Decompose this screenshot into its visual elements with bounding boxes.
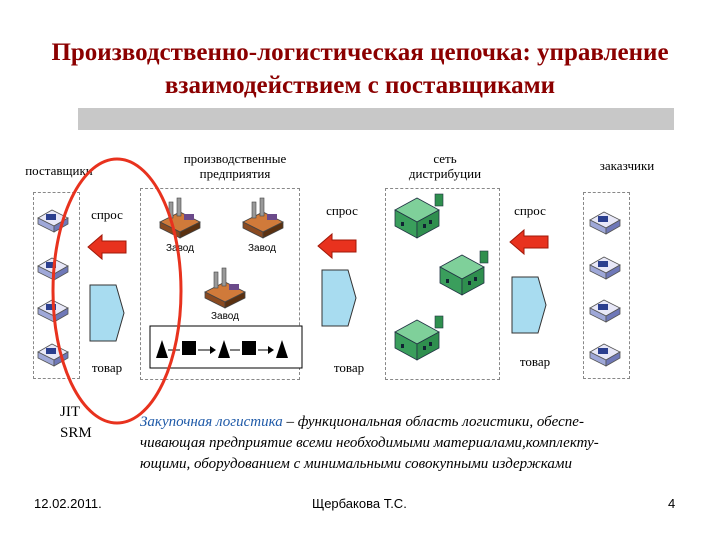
goods-label-2: товар [333,360,365,375]
demand-arrow-icon-1 [87,234,127,260]
customers-label: заказчики [599,158,655,173]
customer-icon-1 [589,211,621,235]
plant-label-2: Завод [248,243,276,254]
footer-date: 12.02.2011. [34,496,102,511]
footer-page-number: 4 [668,496,676,511]
square-icon-1 [182,341,196,355]
title-line-1: Производственно-логистическая цепочка: у… [51,39,669,66]
goods-label-3: товар [519,354,551,369]
srm-label: SRM [60,425,92,441]
distribution-label-line-2: дистрибуции [408,166,482,181]
square-icon-2 [242,341,256,355]
suppliers-group-box [33,192,80,379]
title-line-2: взаимодействием с поставщиками [164,72,556,99]
header-bar [78,108,674,130]
description-term: Закупочная логистика [140,414,283,430]
demand-arrow-icon-3 [509,229,549,255]
triangle-icon-2 [218,340,230,358]
jit-srm-labels: JIT SRM [60,402,92,444]
demand-label-3: спрос [514,203,546,218]
goods-arrow-icon-2 [321,269,357,327]
production-flow-strip [149,325,303,369]
demand-label-2: спрос [326,203,358,218]
plant-icon-3 [204,267,246,309]
description-line-2: чивающая предприятие всеми необходимыми … [140,435,599,451]
plant-icon-2 [242,197,284,239]
highlight-ellipse [51,157,183,425]
description-line-1: – функциональная область логистики, обес… [282,414,584,430]
page-title: Производственно-логистическая цепочка: у… [0,36,720,102]
customer-icon-2 [589,256,621,280]
distribution-building-icon-2 [439,250,489,296]
plant-label-3: Завод [211,311,239,322]
plants-label-line-1: производственные [183,151,287,166]
jit-label: JIT [60,404,80,420]
goods-label-1: товар [91,360,123,375]
triangle-icon-1 [156,340,168,358]
distribution-label: сеть дистрибуции [390,151,500,181]
description-text: Закупочная логистика – функциональная об… [140,412,700,475]
customer-icon-4 [589,343,621,367]
distribution-building-icon-3 [394,315,444,361]
customer-icon-3 [589,299,621,323]
distribution-building-icon-1 [394,193,444,239]
plants-label-line-2: предприятия [199,166,271,181]
demand-arrow-icon-2 [317,233,357,259]
plant-label-1: Завод [166,243,194,254]
plants-group-box [140,188,300,380]
distribution-group-box [385,188,500,380]
description-line-3: ющими, оборудованием с минимальными сово… [140,456,572,472]
footer-author: Щербакова Т.С. [312,496,407,511]
goods-arrow-icon-3 [511,276,547,334]
suppliers-label: поставщики [25,163,93,178]
distribution-label-line-1: сеть [433,151,457,166]
triangle-icon-3 [276,340,288,358]
demand-label-1: спрос [91,207,123,222]
customers-group-box [583,192,630,379]
goods-arrow-icon-1 [89,284,125,342]
plants-label: производственные предприятия [160,151,310,181]
